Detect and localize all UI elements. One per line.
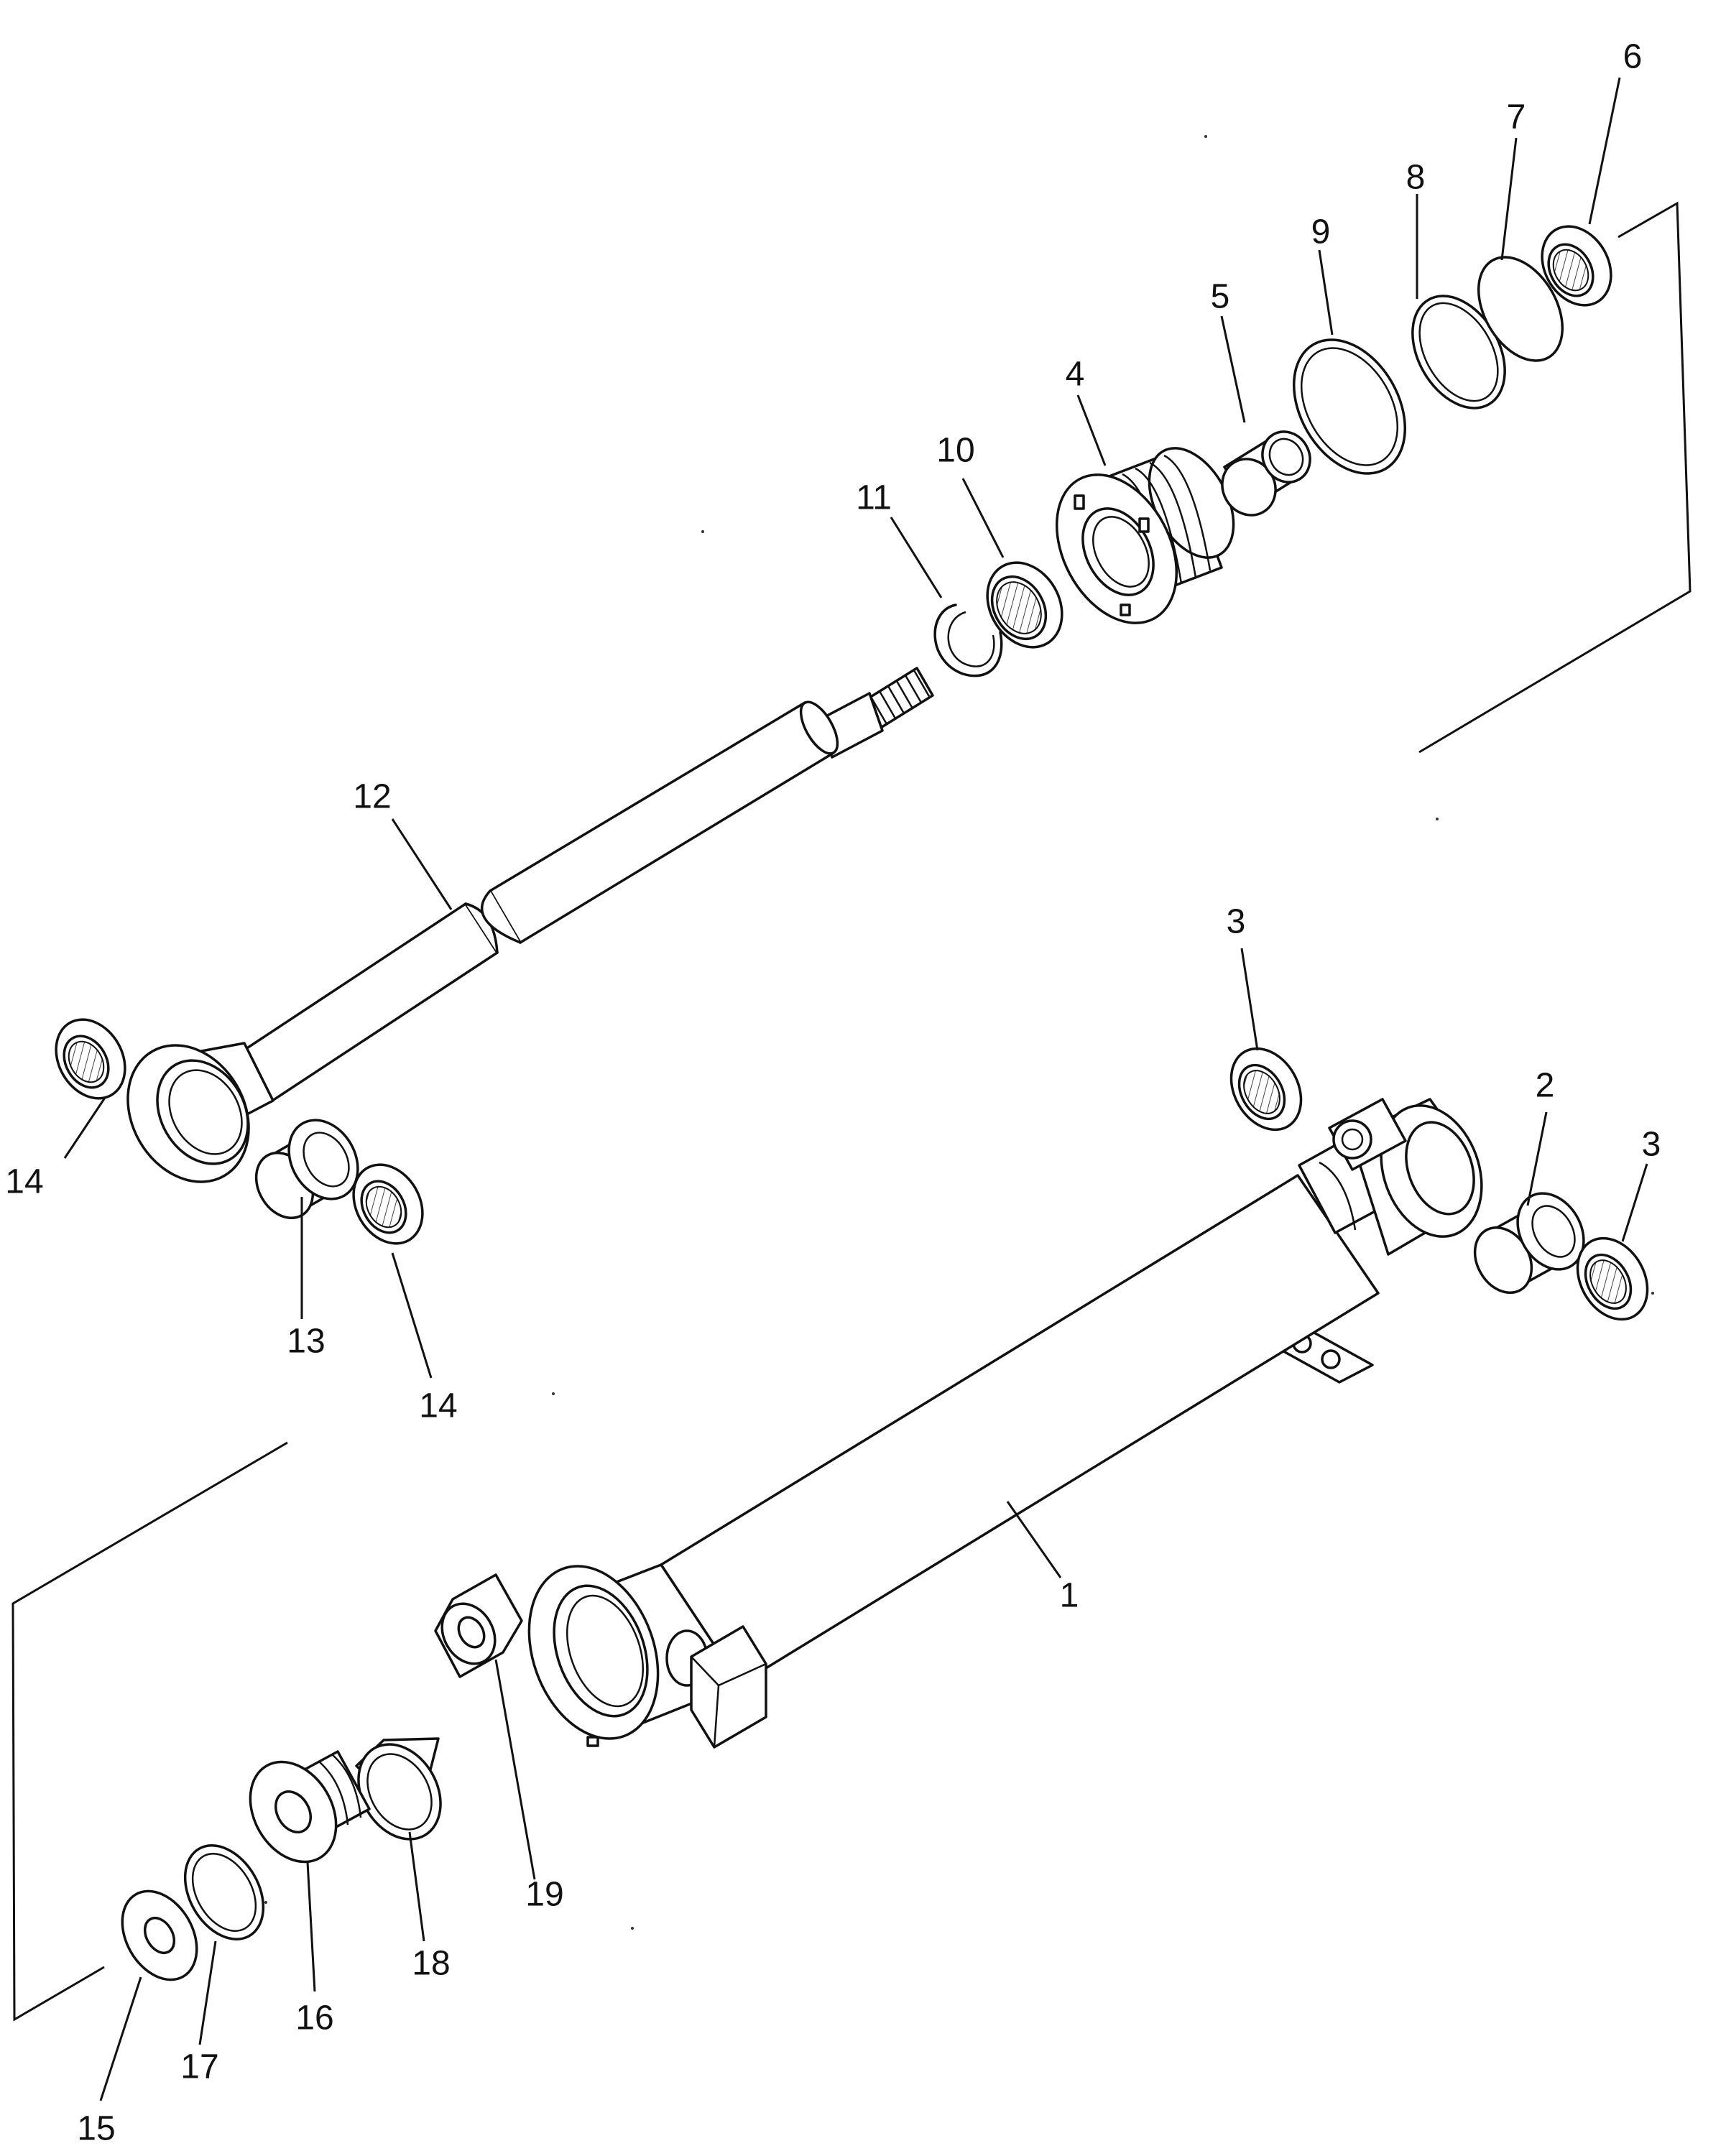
dust-seal-14-right <box>352 1163 424 1245</box>
callout-19: 19 <box>525 1876 563 1914</box>
callout-5: 5 <box>1211 278 1230 316</box>
bushing-5 <box>1221 430 1311 517</box>
callout-14-left: 14 <box>5 1163 43 1201</box>
dust-seal-3-right <box>1576 1236 1649 1321</box>
scan-specks <box>264 135 1654 1930</box>
callout-10: 10 <box>936 432 974 470</box>
callout-8: 8 <box>1406 159 1426 197</box>
cylinder-head <box>1055 447 1235 624</box>
ring-18 <box>355 1737 442 1841</box>
ring-7 <box>1477 256 1564 362</box>
cylinder-tube <box>527 1098 1483 1749</box>
callout-7: 7 <box>1507 98 1526 137</box>
dust-seal-3-upper <box>1229 1047 1303 1132</box>
callout-6: 6 <box>1623 38 1643 76</box>
leader-lines <box>63 77 1648 2101</box>
assembly-bracket-upper <box>1418 201 1692 754</box>
bushing-13 <box>254 1119 359 1220</box>
washer-15 <box>121 1889 198 1981</box>
callout-17: 17 <box>180 2048 218 2086</box>
callout-14-right: 14 <box>419 1387 457 1425</box>
piston-rod <box>126 667 934 1183</box>
callout-15: 15 <box>77 2110 115 2148</box>
callout-labels: 6 7 8 9 5 4 10 11 12 14 13 14 3 2 3 1 19… <box>5 38 1661 2148</box>
ring-17 <box>183 1844 265 1940</box>
callout-4: 4 <box>1066 356 1085 394</box>
callout-9: 9 <box>1311 213 1331 251</box>
callout-18: 18 <box>412 1945 450 1983</box>
callout-3-right: 3 <box>1642 1126 1661 1164</box>
callout-13: 13 <box>287 1323 325 1361</box>
callout-1: 1 <box>1060 1577 1079 1615</box>
bushing-2 <box>1473 1192 1585 1295</box>
rod-seal <box>986 561 1063 649</box>
nut-19 <box>434 1573 523 1678</box>
dust-seal-14-left <box>55 1018 126 1100</box>
callout-3-upper: 3 <box>1227 903 1246 941</box>
piston-16 <box>249 1750 371 1864</box>
callout-2: 2 <box>1536 1067 1555 1105</box>
callout-16: 16 <box>295 1999 333 2037</box>
snap-ring <box>933 603 1003 677</box>
assembly-bracket-lower <box>11 1441 288 2022</box>
ring-9 <box>1292 338 1407 475</box>
dust-seal-6 <box>1541 225 1612 307</box>
callout-11: 11 <box>856 479 892 517</box>
callout-12: 12 <box>353 778 391 816</box>
